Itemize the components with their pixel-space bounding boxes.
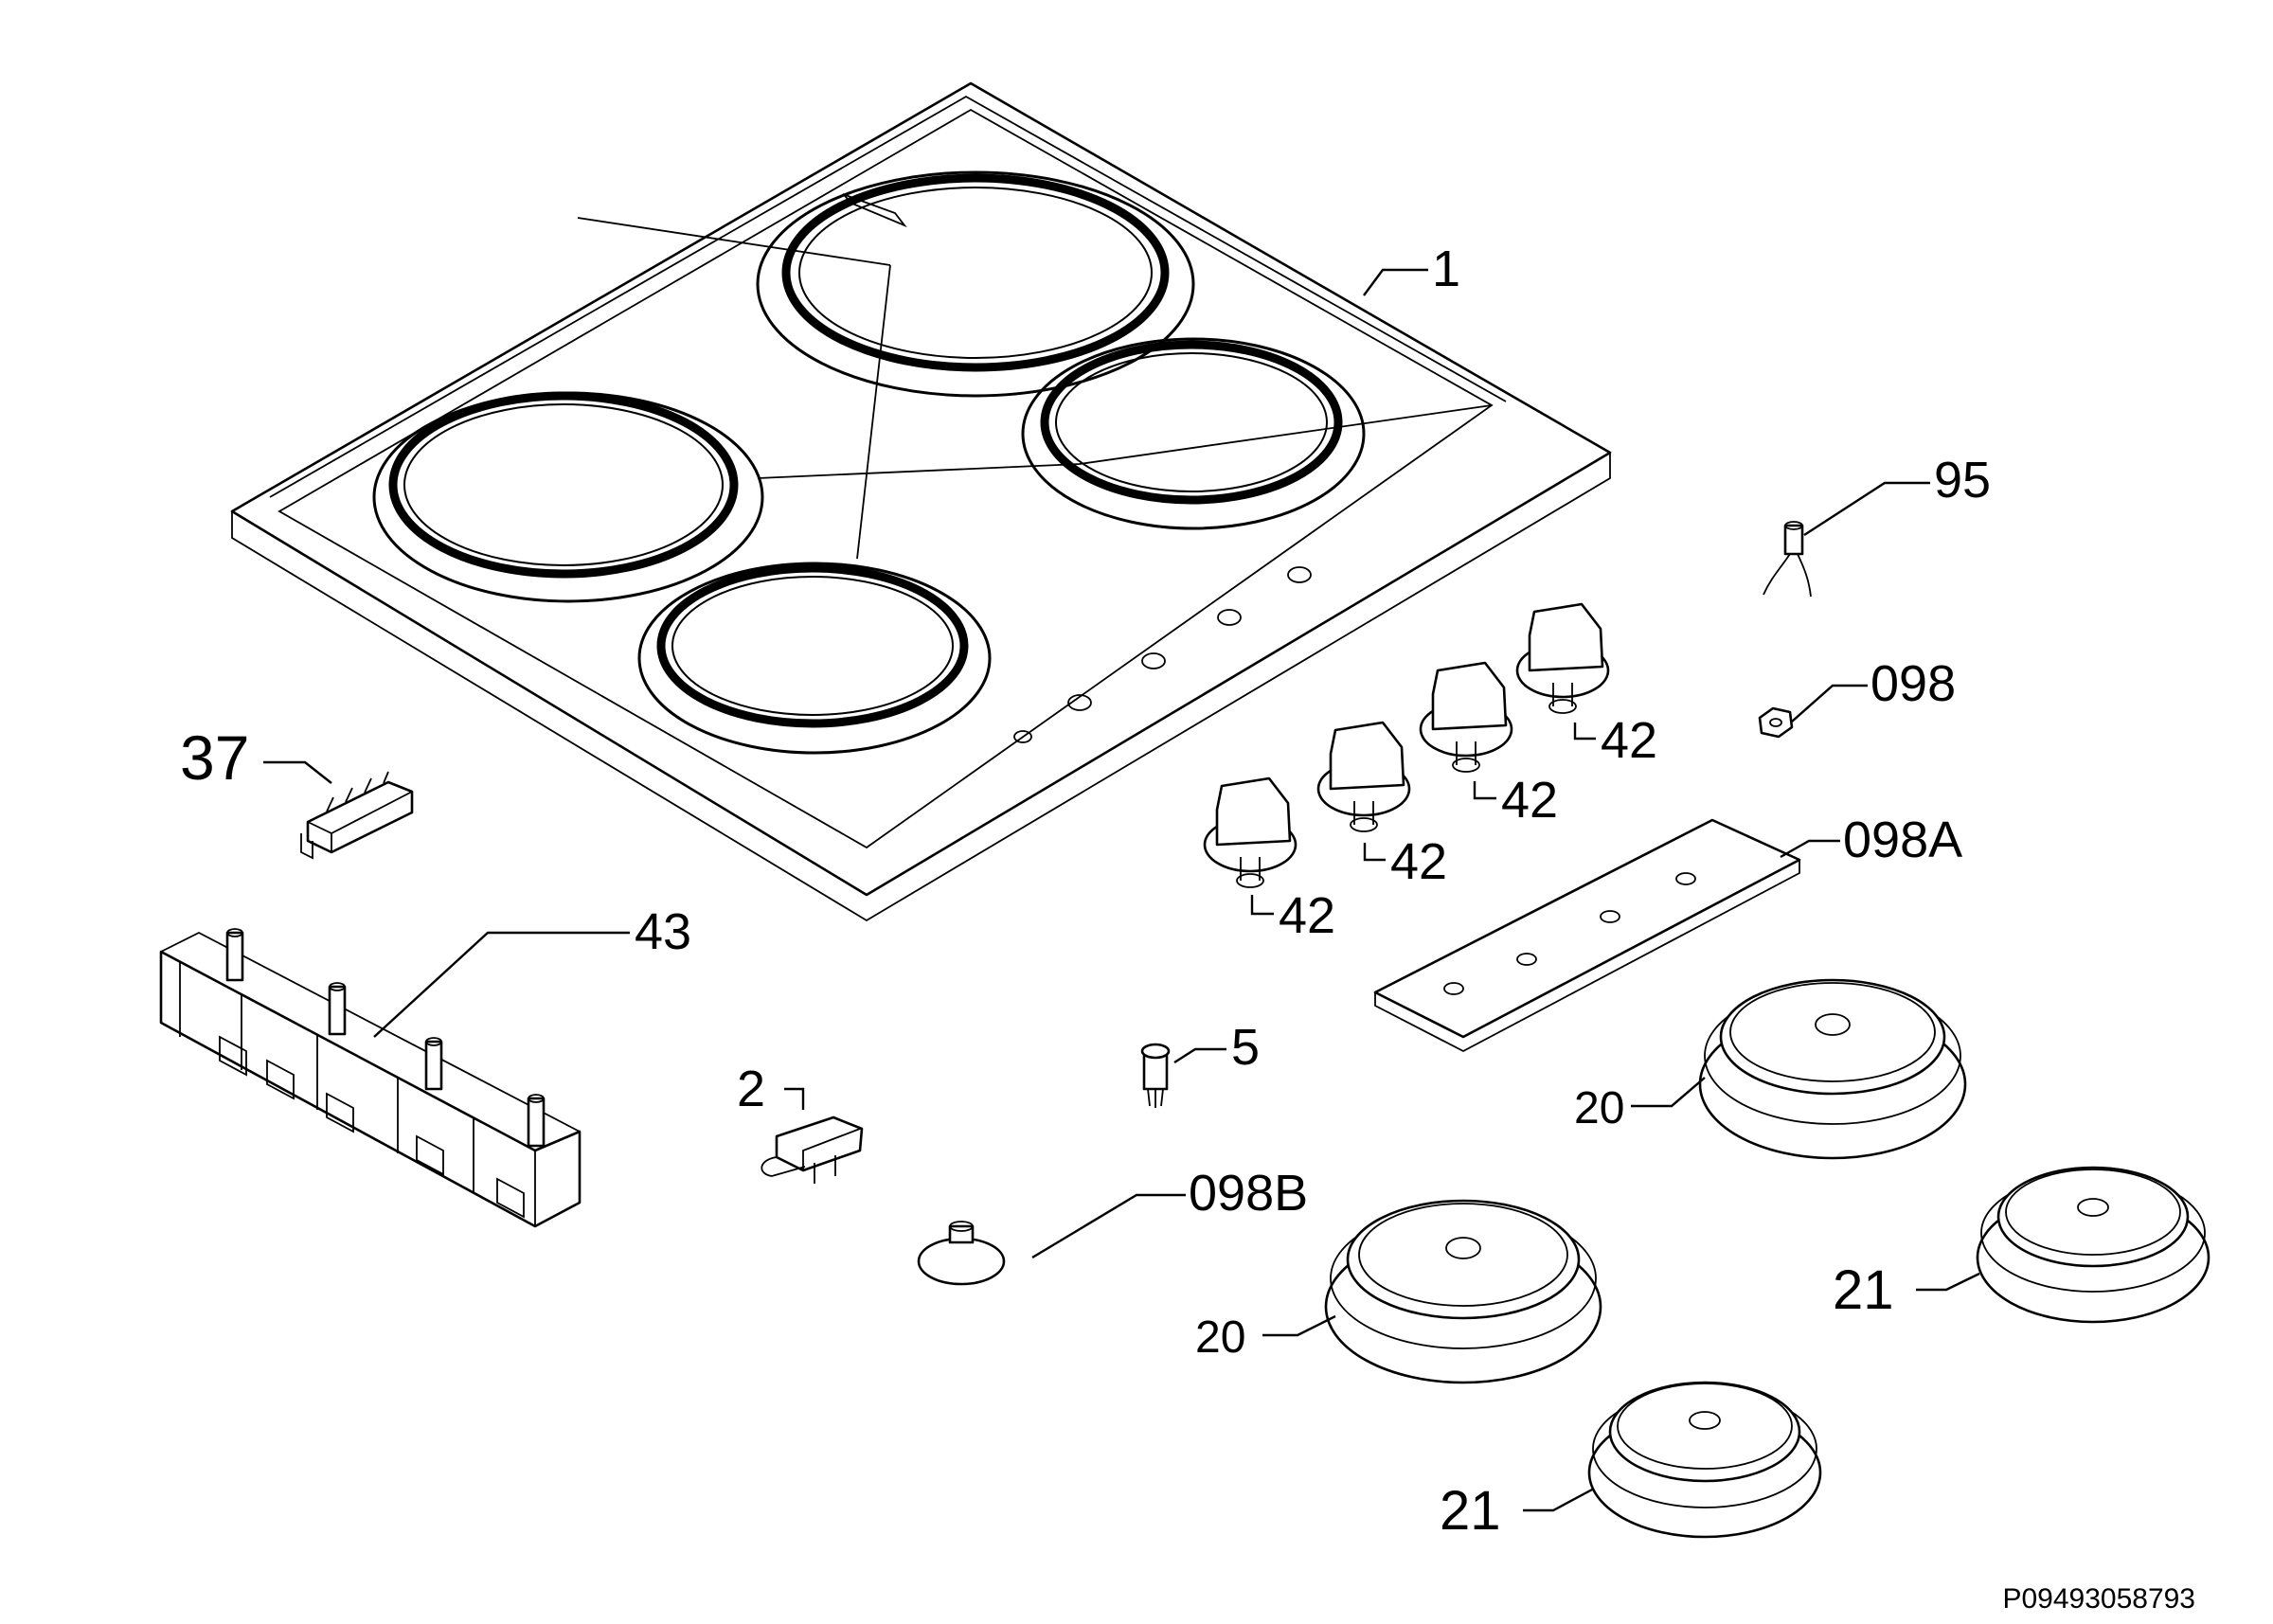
hotplate-large-1	[1698, 978, 1967, 1160]
hob-top-panel	[230, 81, 1612, 922]
control-knob-4	[1515, 602, 1610, 714]
control-knob-3	[1419, 661, 1513, 773]
terminal-block	[300, 771, 414, 860]
callout-43: 43	[635, 903, 691, 960]
callout-42-d: 42	[1601, 712, 1657, 769]
panel-control-holes	[1013, 566, 1312, 743]
hotplate-small-2	[1587, 1381, 1822, 1539]
hex-nut	[1758, 706, 1794, 739]
hotplate-large-2	[1324, 1199, 1602, 1384]
hotplate-small-1	[1976, 1166, 2210, 1324]
callout-5: 5	[1231, 1019, 1260, 1076]
callout-098B: 098B	[1189, 1165, 1308, 1222]
callout-098A: 098A	[1843, 812, 1962, 868]
callout-42-b: 42	[1390, 833, 1447, 890]
callout-21-a: 21	[1833, 1259, 1894, 1321]
regulator-block	[159, 928, 582, 1228]
leader-lines	[263, 268, 1980, 1512]
callout-labels: 1 95 098 098A 43 37 2 5 20 20 21 21 098B…	[180, 241, 1991, 1542]
callout-42-c: 42	[1501, 772, 1558, 829]
mounting-strip	[1373, 818, 1801, 1053]
callout-21-b: 21	[1440, 1480, 1501, 1542]
control-knob-2	[1316, 721, 1411, 832]
lamp-holder	[1140, 1043, 1171, 1108]
hob-cooking-zone-right	[1021, 337, 1366, 530]
callout-20-b: 20	[1195, 1312, 1245, 1363]
callout-1: 1	[1432, 241, 1460, 297]
hob-cooking-zone-front	[637, 562, 992, 755]
callout-95: 95	[1934, 452, 1991, 509]
callout-37: 37	[180, 723, 249, 793]
hob-cooking-zone-rear	[756, 170, 1195, 398]
drawing-code: P09493058793	[2002, 1583, 2195, 1615]
switch-component	[761, 1115, 864, 1184]
callout-098: 098	[1870, 655, 1956, 712]
control-knob-1	[1203, 776, 1298, 888]
hob-cooking-zone-left	[372, 391, 764, 603]
callout-42-a: 42	[1279, 887, 1335, 944]
callout-20-a: 20	[1574, 1083, 1624, 1133]
indicator-lamp	[1763, 521, 1812, 598]
callout-2: 2	[737, 1061, 765, 1117]
thermostat-dome	[917, 1221, 1006, 1286]
